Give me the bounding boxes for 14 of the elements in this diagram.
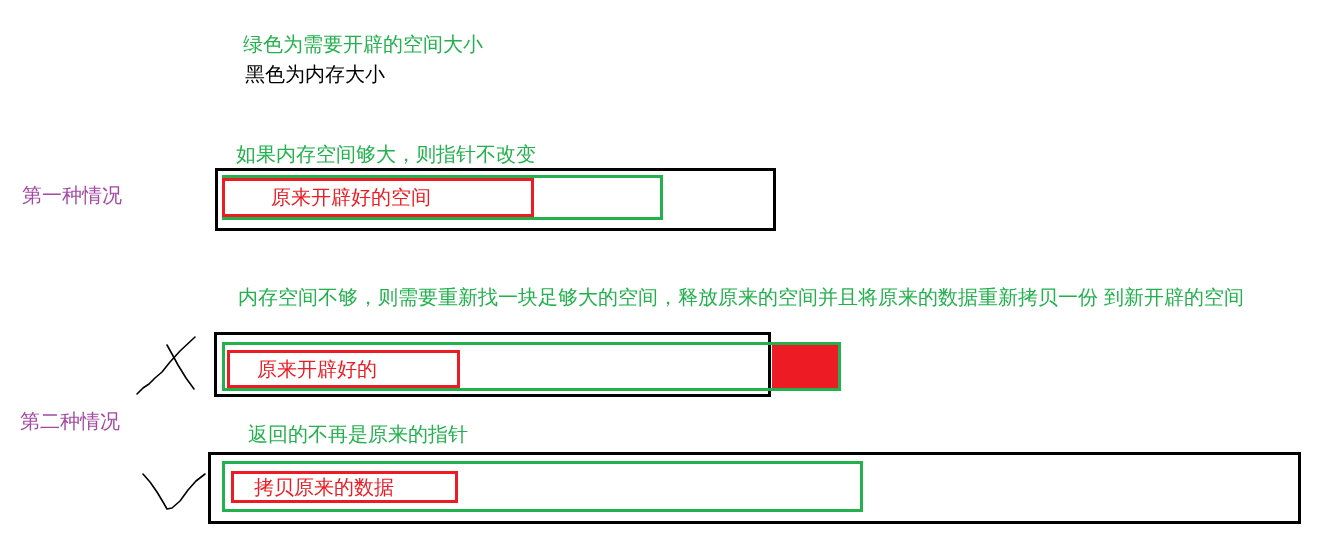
overflow-block bbox=[772, 345, 838, 388]
legend-note: 绿色为需要开辟的空间大小 bbox=[243, 32, 483, 56]
required-space-box bbox=[222, 342, 841, 391]
original-space-box: 原来开辟好的 bbox=[227, 350, 460, 388]
heading-text: 内存空间不够，则需要重新找一块足够大的空间，释放原来的空间并且将原来的数据重新拷贝一份 到新开辟的空间 bbox=[238, 285, 1245, 309]
required-space-box bbox=[222, 175, 663, 220]
required-space-box bbox=[222, 461, 863, 512]
original-space-box: 原来开辟好的空间 bbox=[222, 178, 534, 217]
copied-data-box: 拷贝原来的数据 bbox=[231, 471, 458, 503]
heading-text: 如果内存空间够大，则指针不改变 bbox=[236, 142, 536, 166]
heading-text: 返回的不再是原来的指针 bbox=[248, 422, 468, 446]
case-label: 第二种情况 bbox=[20, 409, 120, 433]
legend-note: 黑色为内存大小 bbox=[245, 62, 385, 86]
case-label: 第一种情况 bbox=[22, 183, 122, 207]
